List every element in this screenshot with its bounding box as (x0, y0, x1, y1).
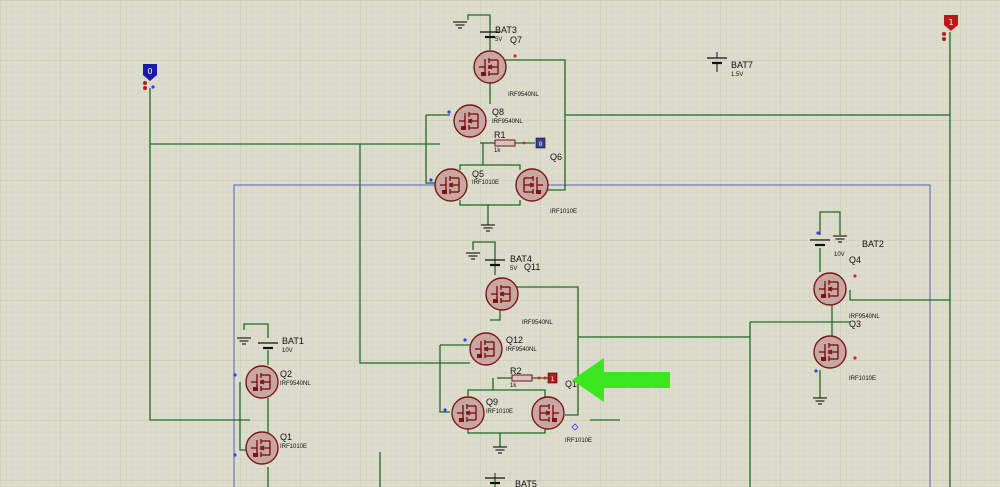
bat4-name: BAT4 (510, 254, 532, 264)
battery-bat1[interactable]: BAT1 10V (236, 336, 304, 354)
q12-part: IRF9540NL (506, 347, 537, 353)
mosfet-q5[interactable]: Q5 IRF1010E (429, 168, 499, 202)
terminal-right[interactable]: 1 (942, 15, 958, 41)
q11-name: Q11 (524, 262, 540, 272)
battery-bat2[interactable]: BAT2 10V (808, 231, 884, 258)
bat4-value: 5V (510, 266, 517, 272)
resistor-r1[interactable]: R1 1k 0 (494, 130, 546, 154)
q6-part: IRF1010E (550, 209, 577, 215)
battery-bat7[interactable]: BAT7 1.5V (705, 52, 753, 78)
r1-probe-label: 0 (539, 141, 543, 148)
r2-probe[interactable] (547, 372, 558, 384)
bat2-value: 10V (834, 252, 845, 258)
r1-probe[interactable] (535, 137, 546, 149)
q7-name: Q7 (510, 35, 522, 45)
q11-part: IRF9540NL (522, 320, 553, 326)
r1-name: R1 (494, 130, 506, 140)
mosfet-q1[interactable]: Q1 IRF1010E (233, 431, 307, 465)
q12-name: Q12 (506, 335, 523, 345)
q9-name: Q9 (486, 397, 498, 407)
bat1-value: 10V (282, 348, 293, 354)
q2-name: Q2 (280, 369, 292, 379)
mosfet-q7[interactable]: Q7 IRF9540NL (473, 35, 539, 98)
q10-name: Q1 (565, 379, 577, 389)
q5-name: Q5 (472, 169, 484, 179)
bat5-name: BAT5 (515, 479, 537, 487)
r2-probe-label: 1 (551, 376, 555, 383)
mosfet-q8[interactable]: Q8 IRF9540NL (447, 104, 523, 138)
r1-value: 1k (494, 148, 501, 154)
r2-name: R2 (510, 366, 522, 376)
q4-part: IRF9540NL (849, 314, 880, 320)
mosfet-q3[interactable]: Q3 IRF1010E (813, 319, 876, 382)
q3-part: IRF1010E (849, 376, 876, 382)
terminal-left-label: 0 (147, 67, 152, 76)
q1-part: IRF1010E (280, 444, 307, 450)
resistor-r2[interactable]: R2 1k 1 (510, 366, 558, 389)
battery-bat4[interactable]: BAT4 5V (465, 252, 532, 272)
q10-part: IRF1010E (565, 438, 592, 444)
mosfet-q12[interactable]: Q12 IRF9540NL (463, 332, 537, 366)
bat1-name: BAT1 (282, 336, 304, 346)
terminal-right-label: 1 (948, 18, 953, 27)
mosfet-q6[interactable]: Q6 IRF1010E (515, 152, 577, 215)
q8-name: Q8 (492, 107, 504, 117)
bat3-name: BAT3 (495, 25, 517, 35)
mosfet-q9[interactable]: Q9 IRF1010E (443, 396, 513, 430)
green-arrow-icon (572, 358, 670, 402)
mosfet-q10[interactable]: Q1 IRF1010E (531, 379, 592, 444)
q1-name: Q1 (280, 432, 292, 442)
mosfet-q11[interactable]: Q11 IRF9540NL (485, 262, 553, 326)
bat7-name: BAT7 (731, 60, 753, 70)
q3-name: Q3 (849, 319, 861, 329)
terminal-left[interactable]: 0 (143, 64, 157, 90)
mosfet-q2[interactable]: Q2 IRF9540NL (233, 365, 311, 399)
q2-part: IRF9540NL (280, 381, 311, 387)
battery-bat5[interactable]: BAT5 (483, 446, 537, 487)
blue-wires (233, 184, 931, 487)
bat2-name: BAT2 (862, 239, 884, 249)
bat3-value: 5V (495, 37, 502, 43)
q7-part: IRF9540NL (508, 92, 539, 98)
q4-name: Q4 (849, 255, 861, 265)
r2-value: 1k (510, 383, 517, 389)
mosfet-q4[interactable]: Q4 IRF9540NL (813, 255, 880, 320)
battery-bat3[interactable]: BAT3 5V (452, 21, 517, 43)
q5-part: IRF1010E (472, 180, 499, 186)
q8-part: IRF9540NL (492, 119, 523, 125)
q6-name: Q6 (550, 152, 562, 162)
bat7-value: 1.5V (731, 72, 743, 78)
q9-part: IRF1010E (486, 409, 513, 415)
